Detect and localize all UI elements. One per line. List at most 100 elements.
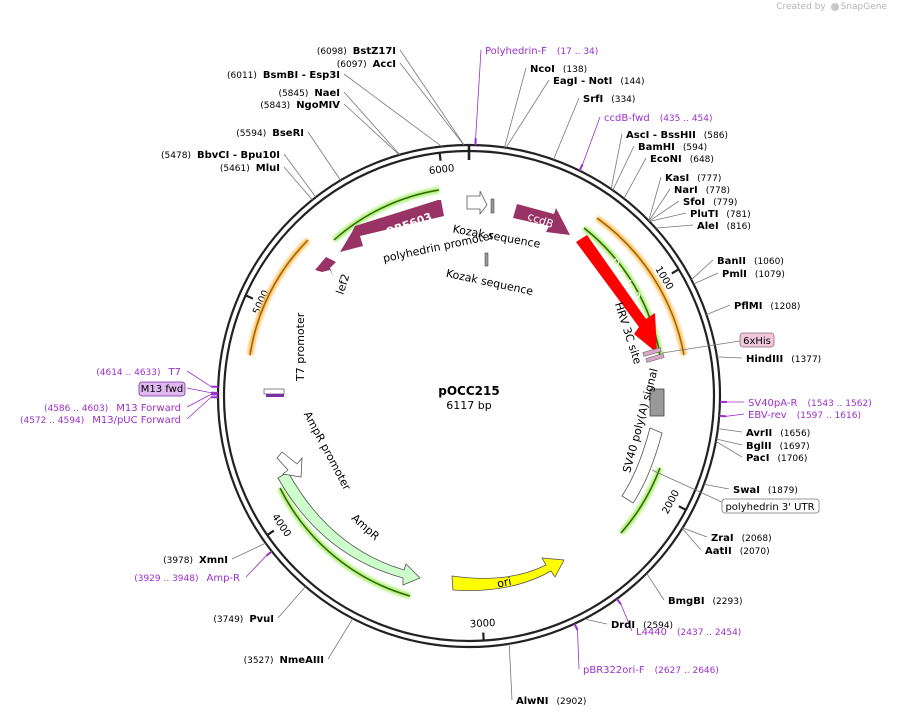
kozak-marker-1 xyxy=(490,198,495,214)
orf603-arrow xyxy=(340,200,444,252)
primer-mark-ebv-rev xyxy=(719,414,727,418)
his-tag-label: 6xHis xyxy=(661,332,775,354)
enzyme-line-zrai xyxy=(682,527,708,538)
plasmid-length: 6117 bp xyxy=(446,399,491,412)
enzyme-asci: AscI - BssHII(586) xyxy=(626,130,728,141)
enzyme-name: BbvCI - Bpu10I xyxy=(197,150,280,161)
enzyme-position: (1208) xyxy=(770,302,800,312)
kozak-marker-2 xyxy=(484,252,489,267)
hrv-3c-marker xyxy=(642,347,662,357)
enzyme-banii: BanII(1060) xyxy=(717,256,784,267)
primer-line xyxy=(577,630,580,670)
enzyme-line-srfi xyxy=(553,97,580,160)
primer-range: (17 .. 34) xyxy=(557,47,598,57)
enzyme-position: (2293) xyxy=(713,597,743,607)
primer-name: Amp-R xyxy=(207,573,241,584)
his-box xyxy=(739,332,775,348)
enzyme-line-nmeaiii xyxy=(327,618,354,660)
enzyme-eagi: EagI - NotI(144) xyxy=(553,76,645,87)
m13-fwd-box xyxy=(138,381,186,397)
enzyme-bamhi: BamHI(594) xyxy=(638,142,707,153)
enzyme-name: PflMI xyxy=(734,301,762,312)
primer-line xyxy=(186,393,212,408)
enzyme-position: (2594) xyxy=(643,621,673,631)
enzyme-position: (5843) xyxy=(260,101,290,111)
lef2-arrow xyxy=(315,257,336,276)
t7-promoter-label: T7 promoter xyxy=(294,312,307,382)
primer-amp-r: Amp-R (3929 .. 3948) xyxy=(134,573,240,584)
enzyme-name: DrdI xyxy=(611,620,635,631)
primer-name: EBV-rev xyxy=(748,410,787,421)
t7-promoter-marker xyxy=(263,388,285,395)
enzyme-bstz17i: BstZ17I(6098) xyxy=(317,46,396,57)
enzyme-name: PluTI xyxy=(690,209,718,220)
primer-ebv-rev: EBV-rev(1597 .. 1616) xyxy=(748,410,861,421)
enzyme-name: EcoNI xyxy=(650,154,682,165)
primer-line xyxy=(186,370,212,387)
enzyme-position: (1079) xyxy=(755,270,785,280)
enzyme-name: SrfI xyxy=(583,94,603,105)
primer-name: ccdB-fwd xyxy=(604,113,650,124)
primer-t7: T7(4614 .. 4633) xyxy=(96,367,181,378)
primer-m13-puc-forward: M13/pUC Forward(4572 .. 4594) xyxy=(20,415,181,426)
enzyme-line-alei xyxy=(655,224,694,229)
enzyme-position: (2902) xyxy=(557,697,587,707)
enzyme-position: (6098) xyxy=(317,47,347,57)
sv40-polya-block xyxy=(649,388,665,417)
enzyme-position: (6097) xyxy=(337,60,367,70)
enzyme-naei: NaeI(5845) xyxy=(278,88,340,99)
primer-labels: Polyhedrin-F(17 .. 34)ccdB-fwd(435 .. 45… xyxy=(20,46,872,676)
enzyme-alwni: AlwNI (2902) xyxy=(516,696,586,707)
primer-range: (4586 .. 4603) xyxy=(44,404,108,414)
enzyme-line-bstz17i xyxy=(399,49,465,146)
primer-line xyxy=(186,396,212,420)
enzyme-line-mlui xyxy=(283,166,313,201)
enzyme-line-avrii xyxy=(717,428,743,433)
primer-mark-ccdb-fwd xyxy=(578,163,584,172)
enzyme-leader-lines xyxy=(231,49,743,701)
primer-m13-forward: M13 Forward (4586 .. 4603) xyxy=(44,403,181,414)
enzyme-position: (3978) xyxy=(163,556,193,566)
enzyme-position: (5461) xyxy=(220,164,250,174)
enzyme-line-acci xyxy=(399,62,465,146)
enzyme-name: XmnI xyxy=(199,555,228,566)
orange-right-line xyxy=(596,217,685,356)
enzyme-position: (777) xyxy=(697,174,721,184)
primer-line xyxy=(582,116,601,165)
enzyme-name: MluI xyxy=(256,163,280,174)
tick-mark-6000 xyxy=(438,152,442,161)
tick-label-2000: 2000 xyxy=(661,488,683,516)
enzyme-bseri: BseRI(5594) xyxy=(236,128,304,139)
primer-name: M13/pUC Forward xyxy=(92,415,181,426)
enzyme-mlui: MluI (5461) xyxy=(220,163,280,174)
enzyme-line-pluti xyxy=(649,212,687,222)
primer-line xyxy=(726,413,745,417)
enzyme-name: AlwNI xyxy=(516,696,549,707)
ampr-label: AmpR xyxy=(349,511,382,543)
enzyme-line-hindiii xyxy=(716,356,743,359)
enzyme-line-naei xyxy=(343,91,401,155)
enzyme-name: BamHI xyxy=(638,142,675,153)
primer-l4440: L4440(2437 .. 2454) xyxy=(636,627,741,638)
enzyme-name: BsmBI - Esp3I xyxy=(263,70,340,81)
enzyme-srfi: SrfI(334) xyxy=(583,94,635,105)
primer-name: SV40pA-R xyxy=(748,398,797,409)
ampr-promoter-label: AmpR promoter xyxy=(301,409,354,493)
primer-name: pBR322ori-F xyxy=(583,665,645,676)
enzyme-zrai: ZraI(2068) xyxy=(711,533,772,544)
enzyme-name: KasI xyxy=(665,173,689,184)
snapgene-credit: Created by SnapGene xyxy=(776,2,887,12)
primer-range: (3929 .. 3948) xyxy=(134,574,198,584)
ampr-arrow xyxy=(277,471,421,586)
enzyme-line-sfoi xyxy=(648,200,680,222)
enzyme-line-alwni xyxy=(508,643,513,701)
enzyme-aatii: AatII(2070) xyxy=(705,546,770,557)
his-text: 6xHis xyxy=(743,336,771,347)
utr-text: polyhedrin 3' UTR xyxy=(725,502,814,513)
kozak-label-2: Kozak sequence xyxy=(445,267,535,298)
enzyme-ngomiv: NgoMIV(5843) xyxy=(260,100,340,111)
enzyme-alei: AleI(816) xyxy=(697,221,751,232)
primer-name: M13 Forward xyxy=(116,403,181,414)
utr-box xyxy=(721,498,820,514)
